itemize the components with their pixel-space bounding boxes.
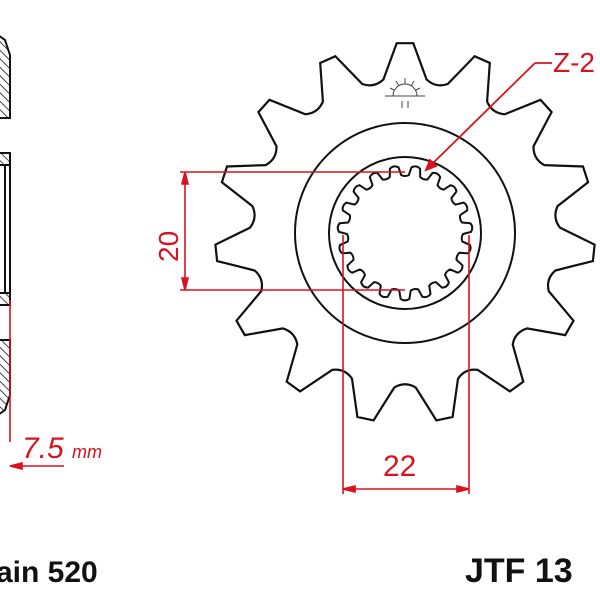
side-view — [0, 35, 11, 415]
dimension-20 — [180, 171, 405, 291]
part-number: JTF 13 — [465, 552, 573, 590]
thickness-dimension — [9, 300, 64, 471]
hub-circle — [294, 122, 516, 344]
spline-outline — [336, 165, 474, 302]
sprocket-outline — [214, 42, 596, 422]
teeth-count-label: Z-2 — [553, 47, 595, 78]
chain-label: ain 520 — [0, 556, 98, 589]
logo-mark — [385, 78, 425, 108]
spline-outer-dimension: 22 — [383, 450, 416, 483]
dimension-22 — [342, 235, 470, 494]
thickness-value: 7.5 — [22, 432, 64, 465]
teeth-leader — [424, 62, 552, 172]
spline-inner-dimension: 20 — [153, 231, 184, 262]
inner-circle — [328, 156, 482, 310]
thickness-unit: mm — [72, 442, 102, 462]
